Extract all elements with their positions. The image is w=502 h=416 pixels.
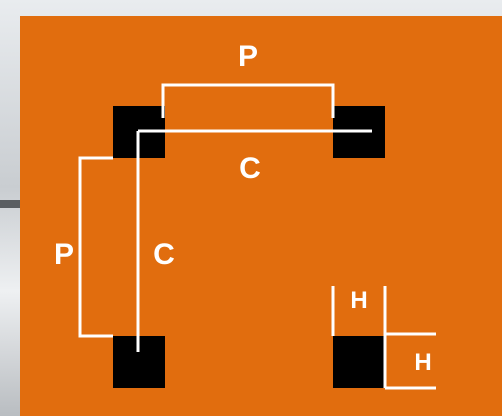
pitch-top-bracket <box>161 83 335 118</box>
label-pad-width: H <box>414 349 431 376</box>
label-clearance-left: C <box>153 238 175 271</box>
pitch-left-bracket <box>78 156 113 338</box>
pad-bottom-right <box>333 336 385 388</box>
backdrop-shadow <box>0 200 22 208</box>
orange-panel <box>20 16 502 416</box>
label-clearance-top: C <box>239 152 261 185</box>
label-pitch-top: P <box>238 40 258 73</box>
label-pad-height: H <box>350 287 367 314</box>
label-pitch-left: P <box>54 238 74 271</box>
